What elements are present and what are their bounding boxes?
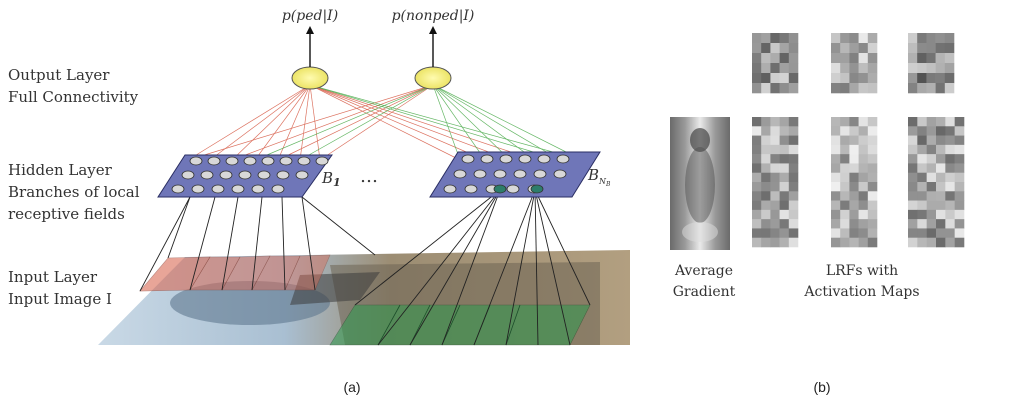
lrf-patch-2 (831, 33, 878, 94)
average-gradient-image (670, 117, 730, 250)
average-gradient-label-2: Gradient (673, 284, 736, 300)
average-gradient-label-1: Average (674, 263, 733, 279)
prob-nonped-label: p(nonped|I) (392, 8, 475, 24)
hidden-grid-n (429, 151, 601, 198)
hidden-layer-title: Hidden Layer (8, 161, 113, 179)
caption-a: (a) (343, 379, 360, 395)
activation-map-1 (752, 117, 799, 248)
input-layer-line2: Input Image I (8, 290, 112, 308)
branch-label-first: B1 (321, 169, 341, 189)
hidden-layer-line2: Branches of local (8, 183, 140, 201)
activation-map-2 (831, 117, 878, 248)
green-receptive-fields (329, 304, 591, 346)
output-node-nonped (414, 26, 452, 90)
input-image (98, 250, 630, 346)
caption-b: (b) (813, 379, 830, 395)
red-receptive-fields (139, 254, 331, 292)
panel-b: Average Gradient LRFs with Activation Ma… (670, 33, 965, 395)
lrf-label-1: LRFs with (826, 263, 898, 279)
output-layer-title: Output Layer (8, 66, 110, 84)
lrf-patch-1 (752, 33, 799, 94)
receptive-field-links (139, 189, 591, 346)
lrf-patch-3 (908, 33, 955, 94)
hidden-layer-line3: receptive fields (8, 205, 125, 223)
output-links-green (254, 84, 583, 161)
branch-label-last: BNB (587, 166, 611, 188)
lrf-label-2: Activation Maps (803, 284, 919, 300)
prob-ped-label: p(ped|I) (282, 8, 338, 24)
hidden-grid-1 (157, 154, 333, 198)
input-layer-title: Input Layer (8, 268, 98, 286)
activation-map-3 (908, 117, 965, 248)
ellipsis: … (360, 166, 378, 187)
panel-a: p(ped|I) p(nonped|I) Output Layer Full C… (8, 8, 630, 395)
output-layer-subtitle: Full Connectivity (8, 88, 139, 106)
output-links-red (187, 84, 536, 161)
output-node-ped (291, 26, 329, 90)
